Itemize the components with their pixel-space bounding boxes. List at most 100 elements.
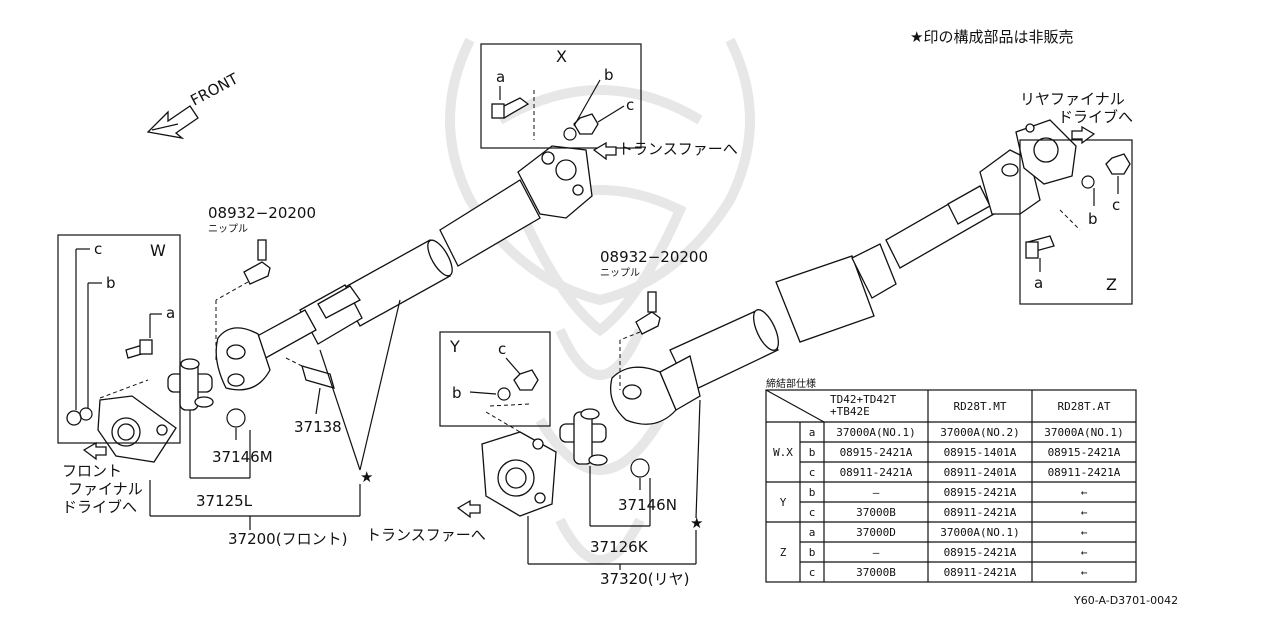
box-z-b: b: [1088, 210, 1098, 228]
front-grease-nipple: [215, 239, 271, 360]
nipple-front-name: ニップル: [208, 223, 248, 235]
spec-table-group: Z: [780, 546, 787, 559]
spec-table-key: a: [809, 526, 816, 539]
transfer-bottom-label: トランスファーへ: [366, 526, 486, 544]
spec-table-cell: 37000A(NO.1): [940, 526, 1019, 539]
spec-table-cell: ←: [1081, 566, 1088, 579]
box-y-b: b: [452, 384, 462, 402]
spec-table-cell: —: [873, 546, 880, 559]
box-x-a: a: [496, 68, 505, 86]
front-final-label-2: ファイナル: [68, 480, 143, 498]
spec-table-cell: 08915-2421A: [1048, 446, 1121, 459]
spec-table-key: a: [809, 426, 816, 439]
spec-table-header-diagonal: [765, 389, 825, 423]
front-callout-lines: [149, 299, 401, 530]
spec-table-header: TD42+TD42T: [830, 393, 897, 406]
spec-table-cell: 08911-2421A: [840, 466, 913, 479]
snap-ring-37146n: [630, 458, 650, 478]
box-z-title: Z: [1106, 275, 1117, 294]
box-z-c: c: [1112, 196, 1120, 214]
front-final-arrow-icon: [82, 441, 107, 461]
box-z-a: a: [1034, 274, 1043, 292]
detail-box-z: [1019, 139, 1133, 305]
front-star: ★: [360, 468, 373, 486]
part-37146m-label: 37146M: [212, 448, 273, 466]
front-universal-joint: [167, 358, 214, 411]
detail-box-x: [480, 43, 642, 149]
front-direction-arrow-icon: [146, 105, 199, 140]
spec-table-cell: ←: [1081, 486, 1088, 499]
spec-table: TD42+TD42T+TB42E RD28T.MT RD28T.AT a 37000A(…: [765, 389, 1137, 583]
spec-table-group: Y: [780, 496, 787, 509]
spec-table-key: c: [809, 506, 816, 519]
box-w-title: W: [150, 241, 166, 260]
spec-table-cell: 08915-2421A: [840, 446, 913, 459]
spec-table-cell: 37000D: [856, 526, 896, 539]
spec-table-header: RD28T.MT: [954, 400, 1007, 413]
front-final-label-1: フロント: [62, 462, 122, 480]
rear-final-label-2: ドライブへ: [1058, 108, 1133, 126]
spec-table-header: RD28T.AT: [1058, 400, 1111, 413]
part-37138-fitting: [285, 357, 335, 389]
spec-table-cell: 37000A(NO.1): [836, 426, 915, 439]
nipple-front-part-no: 08932−20200: [208, 204, 316, 222]
rear-flange: [481, 411, 557, 517]
spec-table-cell: ←: [1081, 546, 1088, 559]
spec-table-key: c: [809, 566, 816, 579]
non-sale-note: ★印の構成部品は非販売: [910, 28, 1073, 46]
rear-propeller-shaft: [609, 119, 1077, 425]
transfer-top-arrow-icon: [592, 141, 617, 161]
front-final-label-3: ドライブへ: [62, 498, 137, 516]
spec-table-cell: ←: [1081, 526, 1088, 539]
spec-table-title: 締結部仕様: [766, 377, 816, 390]
front-propeller-shaft: [215, 145, 593, 391]
detail-box-y: [439, 331, 551, 427]
spec-table-key: b: [809, 446, 816, 459]
rear-star: ★: [690, 514, 703, 532]
transfer-top-label: トランスファーへ: [618, 140, 738, 158]
diagram-id: Y60-A-D3701-0042: [1073, 594, 1178, 607]
snap-ring-37146m: [226, 408, 246, 428]
front-label: FRONT: [187, 69, 241, 109]
front-flange: [97, 379, 177, 463]
rear-final-label-1: リヤファイナル: [1020, 90, 1125, 108]
spec-table-border: [765, 389, 1137, 583]
box-x-c: c: [626, 96, 634, 114]
spec-table-cell: 08915-2421A: [944, 486, 1017, 499]
box-w-a: a: [166, 304, 175, 322]
rear-callout-lines: [527, 399, 701, 570]
spec-table-header: +TB42E: [830, 405, 870, 418]
spec-table-key: b: [809, 546, 816, 559]
part-37138-label: 37138: [294, 418, 342, 436]
spec-table-cell: 37000A(NO.1): [1044, 426, 1123, 439]
spec-table-cell: 08911-2421A: [1048, 466, 1121, 479]
box-y-title: Y: [449, 337, 460, 356]
rear-universal-joint: [559, 408, 608, 466]
spec-table-cell: 08915-2421A: [944, 546, 1017, 559]
spec-table-cell: 08911-2421A: [944, 566, 1017, 579]
box-w-b: b: [106, 274, 116, 292]
spec-table-cell: 37000A(NO.2): [940, 426, 1019, 439]
part-37200-label: 37200(フロント): [228, 530, 347, 548]
spec-table-cell: —: [873, 486, 880, 499]
spec-table-cell: 08915-1401A: [944, 446, 1017, 459]
spec-table-group: W.X: [773, 446, 793, 459]
detail-box-w: [57, 234, 181, 444]
spec-table-key: c: [809, 466, 816, 479]
spec-table-cell: 08911-2401A: [944, 466, 1017, 479]
box-w-c: c: [94, 240, 102, 258]
spec-table-cell: 08911-2421A: [944, 506, 1017, 519]
rear-final-arrow-icon: [1071, 125, 1096, 145]
spec-table-key: b: [809, 486, 816, 499]
part-37125l-label: 37125L: [196, 492, 253, 510]
spec-table-cell: 37000B: [856, 506, 896, 519]
box-x-b: b: [604, 66, 614, 84]
part-37146n-label: 37146N: [618, 496, 677, 514]
part-37126k-label: 37126K: [590, 538, 649, 556]
rear-grease-nipple: [619, 291, 661, 390]
watermark-emblem: [445, 37, 755, 565]
part-37320-label: 37320(リヤ): [600, 570, 689, 588]
spec-table-cell: 37000B: [856, 566, 896, 579]
nipple-rear-name: ニップル: [600, 267, 640, 279]
